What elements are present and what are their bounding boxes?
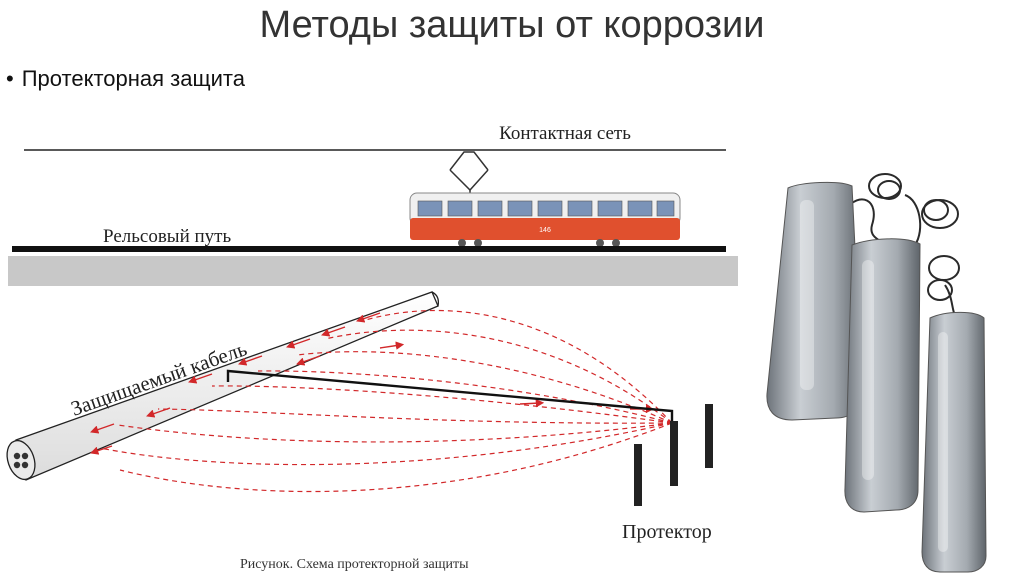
protector-label: Протектор (622, 521, 712, 543)
protector-anode (705, 404, 713, 468)
ground (8, 256, 738, 286)
current-arrow (188, 373, 213, 384)
current-line (361, 309, 673, 424)
current-arrow (379, 341, 405, 350)
current-line (99, 422, 673, 466)
protector-anode (634, 444, 642, 506)
current-arrow (296, 355, 321, 366)
current-arrow (356, 312, 381, 323)
zinc-anode (844, 238, 921, 513)
bullet-item: • Протекторная защита (6, 66, 245, 92)
current-arrow (286, 338, 311, 349)
current-line (324, 329, 673, 424)
zinc-anodes-photo (766, 173, 987, 573)
tram-wheels (458, 239, 620, 247)
current-line (119, 422, 673, 493)
current-line (117, 422, 673, 443)
rail-track-label: Рельсовый путь (103, 226, 231, 247)
tram-windows (417, 200, 675, 217)
current-line (211, 385, 673, 424)
slide-title: Методы защиты от коррозии (259, 4, 765, 46)
connecting-wire (226, 369, 674, 422)
protected-cable (6, 291, 440, 481)
pantograph (449, 151, 489, 196)
zinc-anode (921, 311, 987, 573)
protector-anodes (634, 404, 713, 506)
bullet-text: Протекторная защита (21, 66, 245, 91)
current-arrow (90, 423, 115, 434)
protector-anode (670, 421, 678, 486)
current-arrow (519, 399, 545, 408)
rail-track (12, 246, 726, 252)
current-lines (99, 309, 673, 493)
current-arrow (321, 326, 346, 337)
current-arrow (90, 445, 113, 455)
current-line (296, 351, 673, 424)
diagram-caption: Рисунок. Схема протекторной защиты (240, 557, 469, 572)
current-arrow (238, 355, 263, 366)
contact-network-label: Контактная сеть (499, 123, 631, 144)
current-line (157, 408, 673, 424)
cable-current-arrows (90, 312, 655, 455)
tram-number: 146 (539, 227, 551, 234)
current-arrow (146, 407, 171, 418)
tram: 146 (409, 192, 681, 247)
bullet-dot: • (6, 66, 14, 91)
